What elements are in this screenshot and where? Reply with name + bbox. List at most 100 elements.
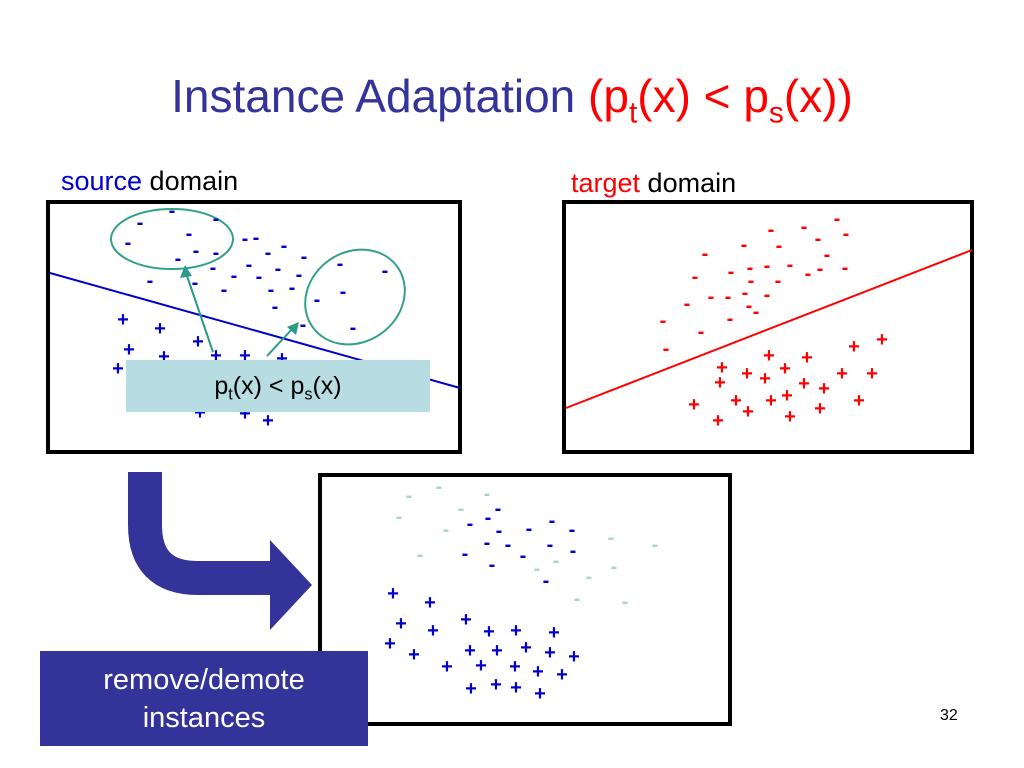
target-positive-point: + [853, 390, 865, 412]
source-negative-point: - [147, 270, 154, 292]
source-negative-point: - [281, 235, 288, 257]
target-negative-point: - [817, 258, 824, 280]
target-negative-point: - [764, 255, 771, 277]
target-negative-point: - [842, 257, 849, 279]
removed-negative-point: - [553, 550, 560, 572]
target-positive-point: + [798, 373, 810, 395]
target-domain-label: target domain [571, 168, 737, 198]
source-negative-point: - [275, 258, 282, 280]
kept-positive-point: + [534, 683, 546, 705]
source-positive-point: + [210, 345, 222, 367]
target-negative-point: - [660, 310, 667, 332]
kept-positive-point: + [520, 637, 532, 659]
source-negative-point: - [169, 200, 176, 222]
source-negative-point: - [272, 296, 279, 318]
target-positive-point: + [688, 394, 700, 416]
source-negative-point: - [296, 264, 303, 286]
connector-line-right [266, 326, 295, 357]
source-negative-point: - [350, 317, 357, 339]
kept-positive-point: + [509, 656, 521, 678]
kept-negative-point: - [496, 520, 503, 542]
target-positive-point: + [741, 363, 753, 385]
kept-positive-point: + [568, 646, 580, 668]
target-positive-point: + [836, 363, 848, 385]
connector-head-right [287, 322, 299, 335]
target-negative-point: - [708, 286, 715, 308]
target-positive-point: + [714, 372, 726, 394]
big-curved-arrow [128, 472, 272, 595]
target-negative-point: - [824, 244, 831, 266]
target-negative-point: - [698, 321, 705, 343]
source-negative-point: - [210, 257, 217, 279]
source-positive-point: + [276, 348, 288, 370]
kept-positive-point: + [384, 633, 396, 655]
target-positive-point: + [848, 336, 860, 358]
target-negative-point: - [834, 208, 841, 230]
source-positive-point: + [123, 339, 135, 361]
kept-positive-point: + [395, 613, 407, 635]
source-negative-point: - [253, 227, 260, 249]
source-positive-point: + [239, 345, 251, 367]
target-positive-point: + [765, 390, 777, 412]
kept-positive-point: + [475, 655, 487, 677]
caption-line-1: remove/demote [103, 664, 305, 696]
removed-negative-point: - [406, 485, 413, 507]
removed-negative-point: - [652, 534, 659, 556]
source-negative-point: - [256, 266, 263, 288]
source-positive-point: + [262, 410, 274, 432]
target-negative-point: - [753, 301, 760, 323]
target-positive-point: + [781, 385, 793, 407]
source-negative-point: - [137, 212, 144, 234]
source-negative-point: - [340, 281, 347, 303]
source-negative-point: - [175, 248, 182, 270]
kept-positive-point: + [556, 664, 568, 686]
title-text: Instance Adaptation [171, 70, 576, 122]
removed-negative-point: - [484, 483, 491, 505]
kept-negative-point: - [569, 519, 576, 541]
target-positive-point: + [784, 406, 796, 428]
connector-head-left [180, 265, 192, 278]
target-positive-point: + [712, 410, 724, 432]
target-positive-point: + [730, 390, 742, 412]
removed-negative-point: - [586, 566, 593, 588]
kept-positive-point: + [387, 583, 399, 605]
target-domain-panel [562, 200, 974, 454]
source-negative-point: - [265, 242, 272, 264]
density-ratio-box: pt(x) < ps(x) [126, 360, 430, 412]
source-negative-point: - [337, 253, 344, 275]
target-negative-point: - [768, 219, 775, 241]
kept-positive-point: + [544, 642, 556, 664]
source-positive-point: + [158, 346, 170, 368]
source-negative-point: - [213, 242, 220, 264]
target-negative-point: - [776, 235, 783, 257]
target-negative-point: - [725, 286, 732, 308]
kept-positive-point: + [424, 592, 436, 614]
target-negative-point: - [692, 266, 699, 288]
removed-negative-point: - [436, 476, 443, 498]
source-negative-point: - [231, 265, 238, 287]
removed-negative-point: - [534, 558, 541, 580]
kept-positive-point: + [532, 661, 544, 683]
source-negative-point: - [125, 232, 132, 254]
removed-negative-point: - [417, 544, 424, 566]
target-negative-point: - [684, 293, 691, 315]
slide-title: Instance Adaptation (pt(x) < ps(x)) [0, 66, 1024, 130]
target-positive-point: + [814, 398, 826, 420]
caption-line-2: instances [142, 702, 266, 734]
source-positive-point: + [117, 309, 129, 331]
target-positive-point: + [763, 345, 775, 367]
source-negative-point: - [301, 246, 308, 268]
removed-negative-point: - [396, 506, 403, 528]
target-positive-point: + [742, 401, 754, 423]
target-negative-point: - [843, 223, 850, 245]
target-positive-point: + [801, 347, 813, 369]
source-negative-point: - [382, 260, 389, 282]
kept-negative-point: - [570, 540, 577, 562]
title-formula: (pt(x) < ps(x)) [588, 70, 853, 130]
removed-negative-point: - [443, 519, 450, 541]
source-positive-point: + [154, 318, 166, 340]
adapted-domain-panel [318, 473, 732, 726]
target-positive-point: + [866, 363, 878, 385]
target-negative-point: - [742, 282, 749, 304]
